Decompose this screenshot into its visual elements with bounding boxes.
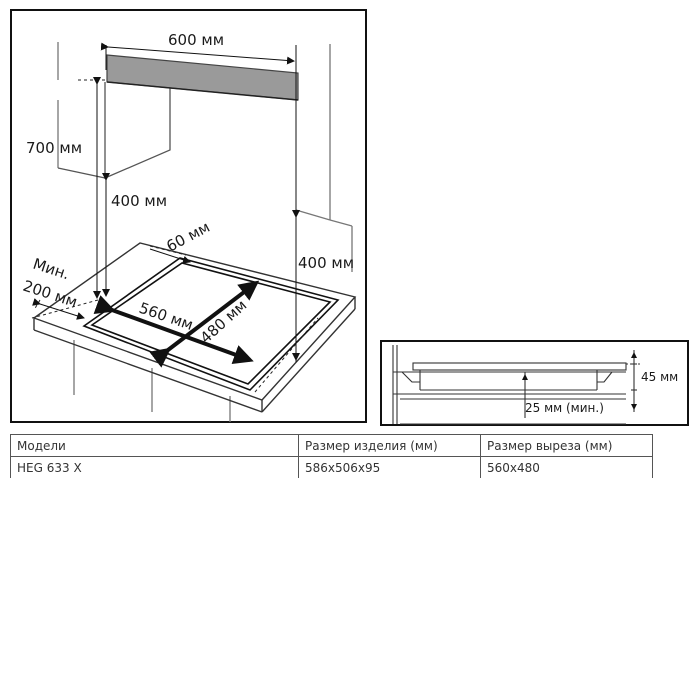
dimension-lines — [32, 42, 300, 362]
section-diagram: 45 мм 25 мм (мин.) — [380, 340, 689, 426]
label-600: 600 мм — [168, 31, 224, 49]
header-model: Модели — [10, 434, 299, 457]
label-25: 25 мм (мин.) — [525, 401, 604, 415]
cutout-arrows — [93, 280, 260, 368]
header-product-size: Размер изделия (мм) — [298, 434, 481, 457]
label-400-left: 400 мм — [111, 192, 167, 210]
diagram-frame — [10, 9, 367, 423]
wall-lines — [57, 42, 353, 422]
cell-cutout-size: 560x480 — [480, 456, 653, 478]
label-700: 700 мм — [26, 139, 82, 157]
table-row: HEG 633 X 586x506x95 560x480 — [10, 456, 653, 478]
section-frame — [380, 340, 689, 426]
label-400-right: 400 мм — [298, 254, 354, 272]
spec-table: Модели Размер изделия (мм) Размер выреза… — [10, 434, 653, 478]
installation-diagram: 600 мм 700 мм 400 мм 60 мм 400 мм Мин. 2… — [10, 9, 367, 423]
label-45: 45 мм — [641, 370, 678, 384]
header-cutout-size: Размер выреза (мм) — [480, 434, 653, 457]
table-header-row: Модели Размер изделия (мм) Размер выреза… — [10, 434, 653, 457]
cell-model: HEG 633 X — [10, 456, 299, 478]
cell-product-size: 586x506x95 — [298, 456, 481, 478]
